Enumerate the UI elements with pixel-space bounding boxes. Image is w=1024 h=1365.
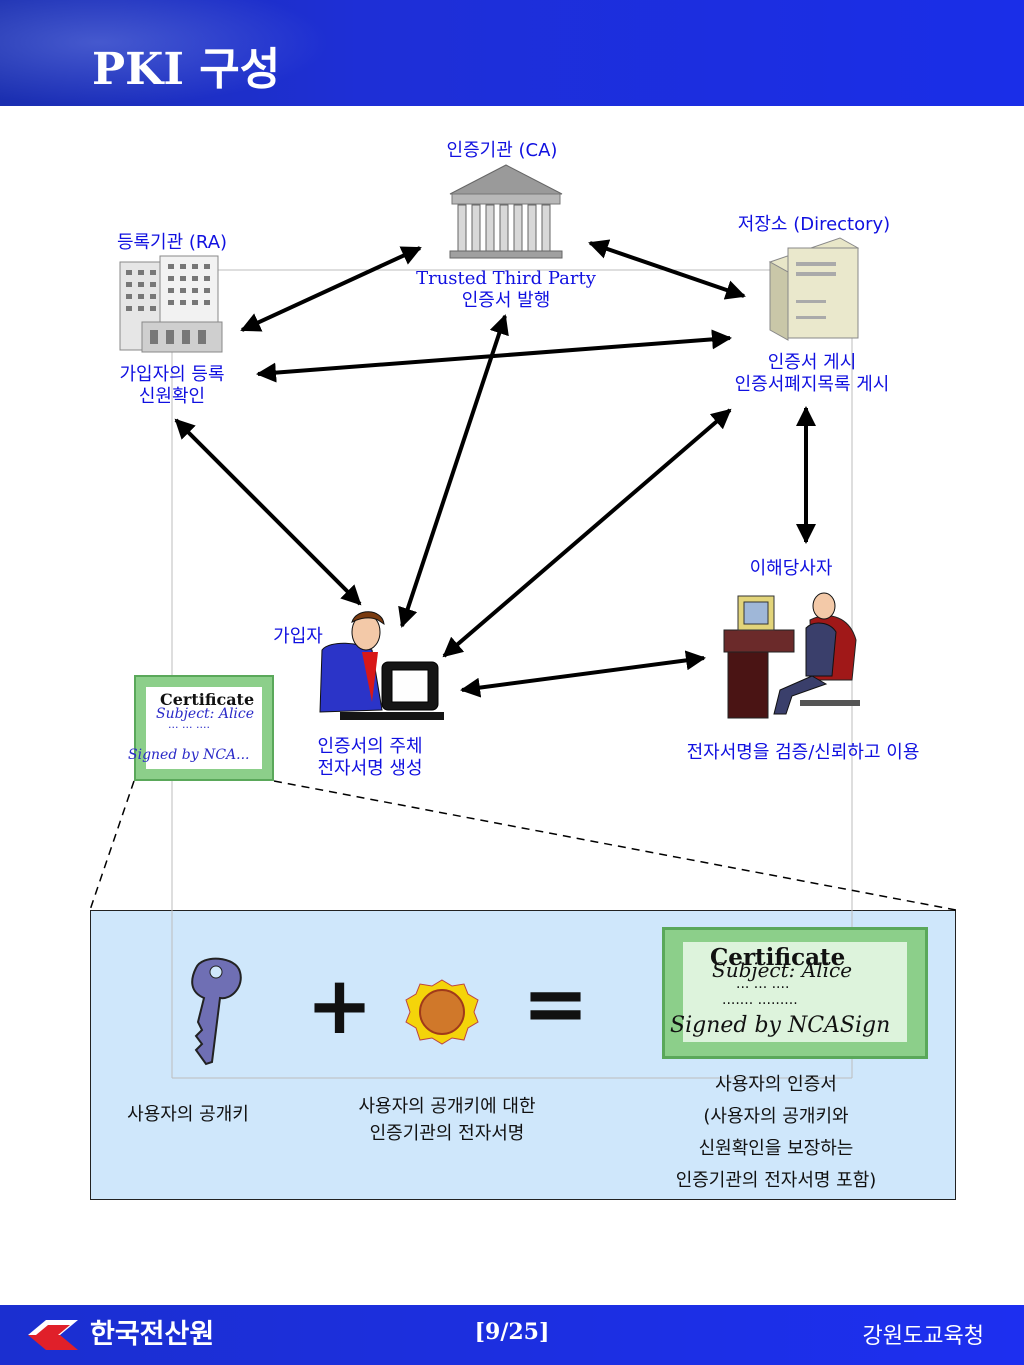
small-certificate bbox=[134, 675, 274, 781]
directory-title-text: 저장소 (Directory) bbox=[737, 214, 891, 235]
small-certificate-signature: Signed by NCA... bbox=[128, 747, 250, 763]
subscriber-title: 가입자 bbox=[256, 626, 340, 648]
arrow-subscriber-relying bbox=[460, 650, 706, 698]
user-certificate-label: 사용자의 인증서 (사용자의 공개키와 신원확인을 보장하는 인증기관의 전자서… bbox=[636, 1074, 916, 1192]
page-number: [9/25] bbox=[474, 1319, 550, 1345]
small-certificate-paper bbox=[146, 687, 262, 769]
user-cert-line3: 신원확인을 보장하는 bbox=[698, 1138, 854, 1159]
arrow-ra-subscriber bbox=[174, 418, 362, 606]
title-bar bbox=[0, 0, 1024, 106]
plus-sign: + bbox=[306, 959, 374, 1052]
ca-description: Trusted Third Party 인증서 발행 bbox=[396, 268, 616, 312]
directory-description: 인증서 게시 인증서폐지목록 게시 bbox=[692, 352, 932, 396]
equals-sign: = bbox=[522, 957, 590, 1050]
seal-icon bbox=[405, 979, 479, 1045]
certificate-title: Certificate bbox=[710, 944, 846, 971]
user-certificate-paper bbox=[683, 942, 907, 1042]
organization-logo-icon bbox=[28, 1320, 78, 1350]
subscriber-desc-line2: 전자서명 생성 bbox=[317, 758, 423, 779]
small-certificate-title: Certificate bbox=[160, 690, 255, 709]
directory-desc-line1: 인증서 게시 bbox=[767, 352, 857, 373]
certificate-subject: Subject: Alice bbox=[712, 958, 853, 982]
ca-signature-line2: 인증기관의 전자서명 bbox=[369, 1123, 525, 1144]
relying-party-title: 이해당사자 bbox=[716, 558, 866, 580]
small-certificate-subject: Subject: Alice bbox=[156, 706, 255, 722]
presenter-organization: 강원도교육청 bbox=[862, 1324, 984, 1349]
ca-desc-line1: Trusted Third Party bbox=[416, 268, 596, 289]
businessman-at-desk-icon bbox=[723, 592, 860, 719]
footer-bar bbox=[0, 1305, 1024, 1365]
header-decoration bbox=[0, 0, 330, 106]
ca-desc-line2: 인증서 발행 bbox=[461, 290, 551, 311]
ca-signature-label: 사용자의 공개키에 대한 인증기관의 전자서명 bbox=[316, 1096, 578, 1145]
certificate-dots-2: ······· ········· bbox=[722, 996, 798, 1012]
ra-description: 가입자의 등록 신원확인 bbox=[92, 364, 252, 408]
organization-logo-text: 한국전산원 bbox=[90, 1319, 215, 1350]
user-at-computer-icon bbox=[319, 611, 444, 720]
ra-title: 등록기관 (RA) bbox=[92, 232, 252, 254]
ca-signature-line1: 사용자의 공개키에 대한 bbox=[358, 1096, 536, 1117]
directory-desc-line2: 인증서폐지목록 게시 bbox=[734, 374, 890, 395]
user-certificate bbox=[662, 927, 928, 1059]
bank-building-icon bbox=[449, 164, 563, 259]
relying-party-title-text: 이해당사자 bbox=[749, 558, 833, 579]
ra-title-text: 등록기관 (RA) bbox=[116, 232, 228, 253]
certificate-dots: ··· ··· ···· bbox=[736, 980, 790, 996]
ca-title-text: 인증기관 (CA) bbox=[446, 140, 558, 161]
certificate-signature: Signed by NCASign bbox=[670, 1013, 891, 1038]
user-cert-line1: 사용자의 인증서 bbox=[715, 1074, 837, 1095]
subscriber-description: 인증서의 주체 전자서명 생성 bbox=[280, 736, 460, 780]
relying-party-description: 전자서명을 검증/신뢰하고 이용 bbox=[630, 742, 976, 764]
user-cert-line4: 인증기관의 전자서명 포함) bbox=[675, 1170, 877, 1191]
zoom-dashed-lines bbox=[89, 780, 957, 911]
arrow-ca-directory bbox=[588, 239, 746, 300]
ra-desc-line1: 가입자의 등록 bbox=[119, 364, 225, 385]
relying-party-desc-text: 전자서명을 검증/신뢰하고 이용 bbox=[686, 742, 920, 763]
arrow-directory-subscriber bbox=[442, 408, 732, 658]
server-icon bbox=[768, 237, 860, 341]
page-title: PKI 구성 bbox=[92, 44, 281, 95]
public-key-label: 사용자의 공개키 bbox=[100, 1104, 276, 1126]
directory-title: 저장소 (Directory) bbox=[704, 214, 924, 236]
subscriber-desc-line1: 인증서의 주체 bbox=[317, 736, 423, 757]
arrow-ra-ca bbox=[240, 246, 422, 332]
office-building-icon bbox=[119, 255, 223, 353]
ra-desc-line2: 신원확인 bbox=[138, 386, 206, 407]
key-icon bbox=[191, 957, 242, 1066]
user-cert-line2: (사용자의 공개키와 bbox=[703, 1106, 849, 1127]
public-key-label-text: 사용자의 공개키 bbox=[127, 1104, 249, 1125]
small-certificate-dots: ··· ··· ···· bbox=[168, 721, 210, 734]
subscriber-title-text: 가입자 bbox=[273, 626, 323, 647]
ca-title: 인증기관 (CA) bbox=[402, 140, 602, 162]
